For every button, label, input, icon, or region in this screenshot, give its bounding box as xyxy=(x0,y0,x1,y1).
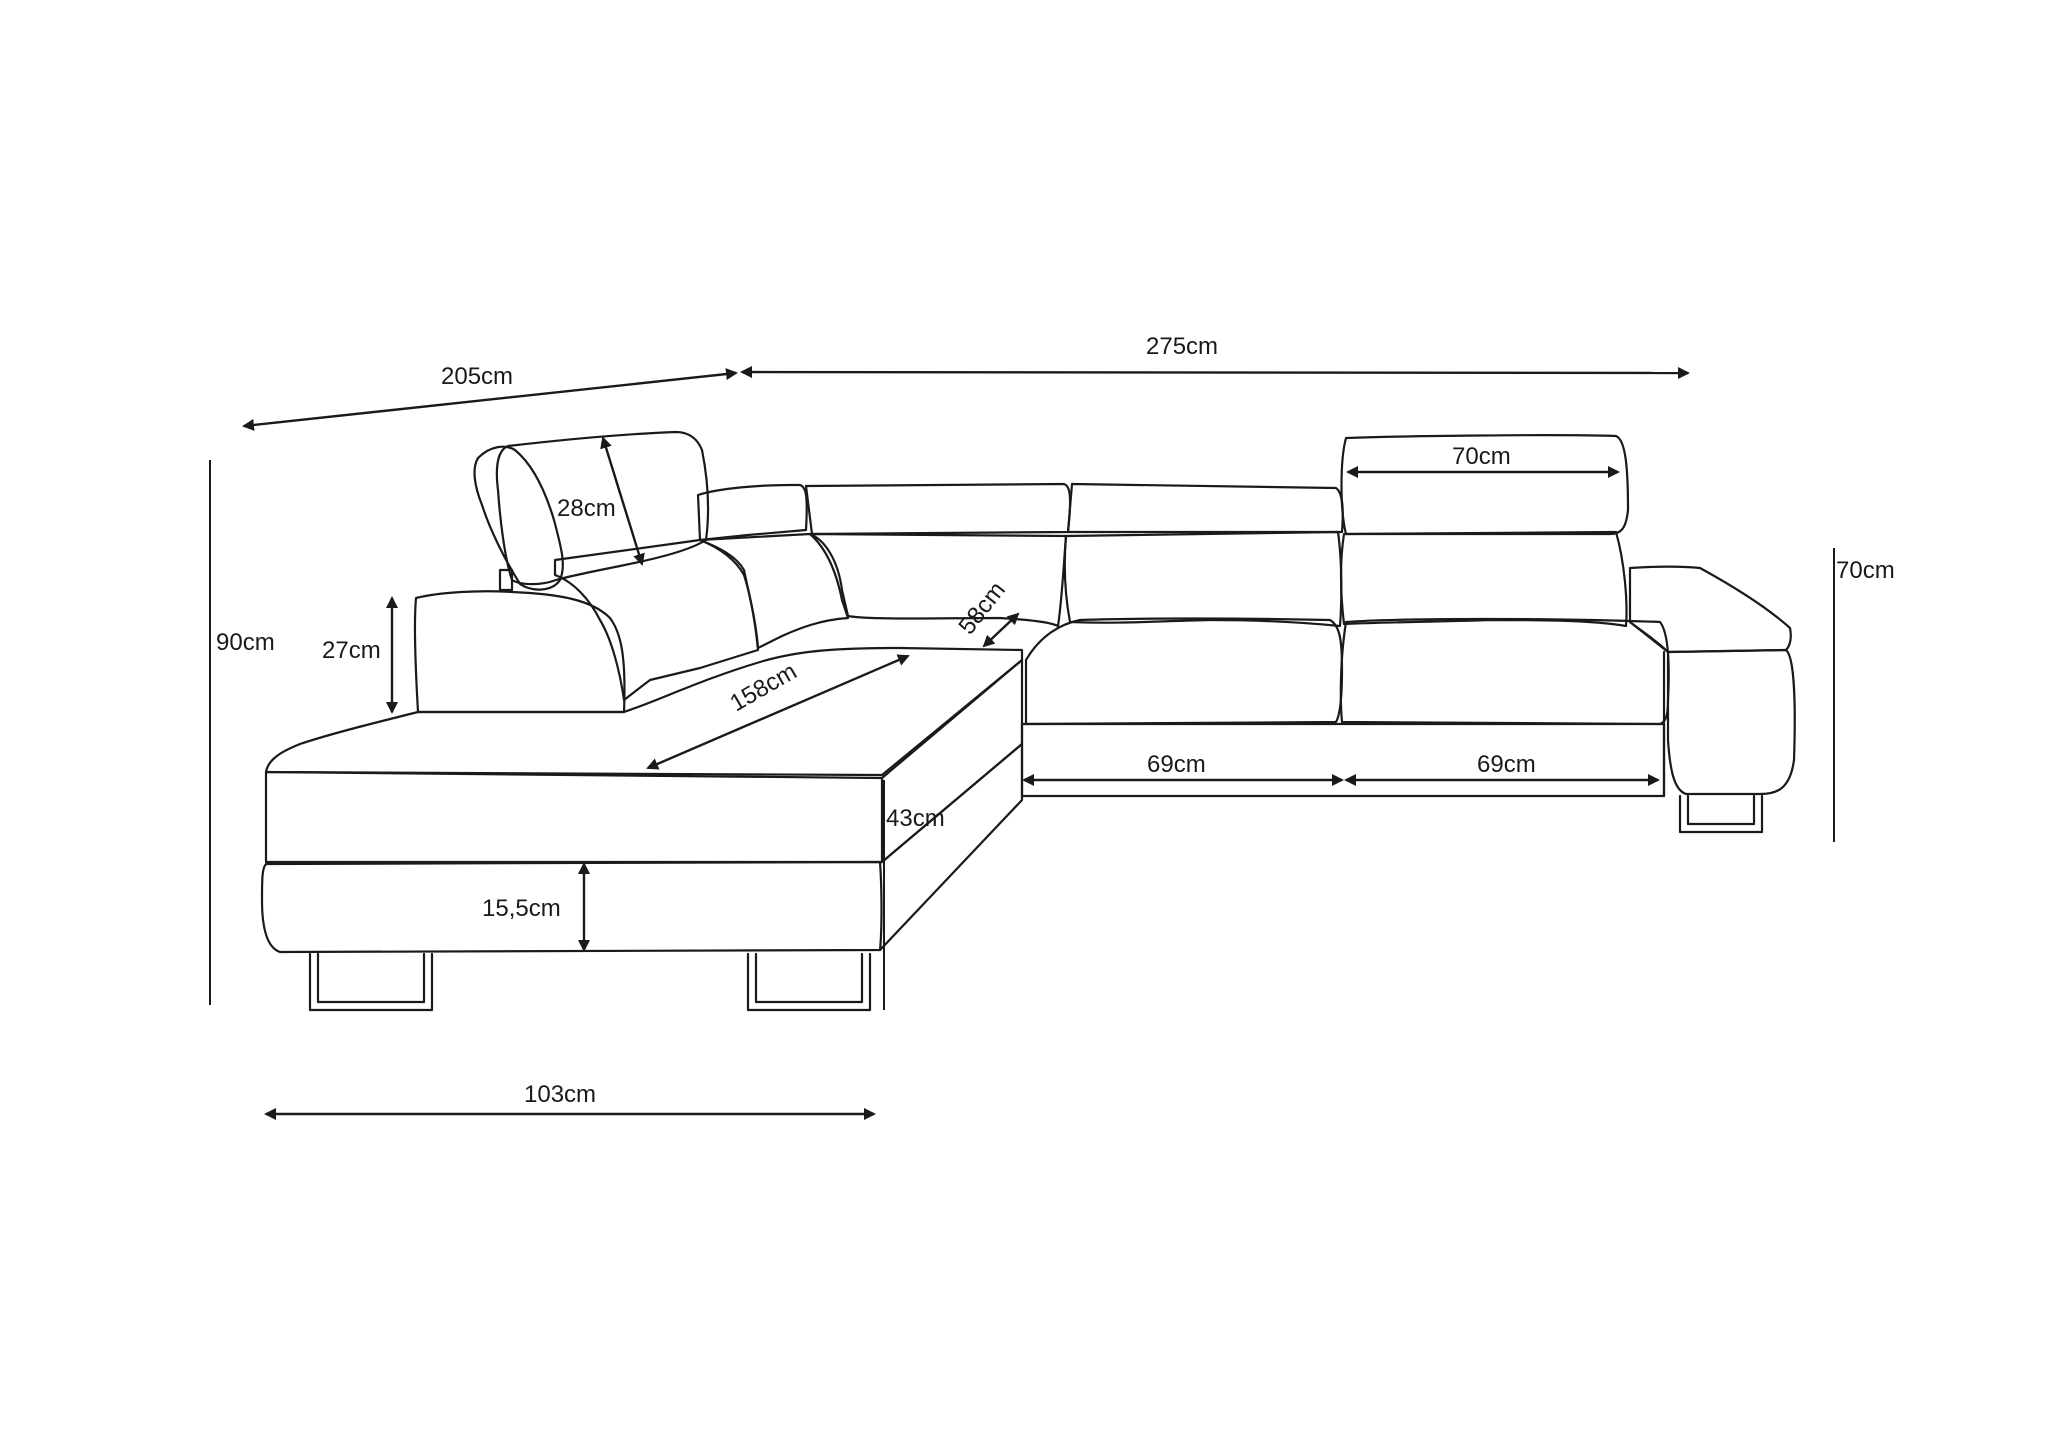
label-armrest-height: 27cm xyxy=(322,637,381,664)
label-chaise-width: 103cm xyxy=(524,1081,596,1108)
label-seat-width-left: 69cm xyxy=(1147,751,1206,778)
left-headrest-stem xyxy=(498,568,514,592)
leg-front-middle-inner xyxy=(754,952,864,1004)
label-back-height: 70cm xyxy=(1836,557,1895,584)
left-back-cushion xyxy=(698,532,850,650)
label-seat-height: 43cm xyxy=(886,805,945,832)
leg-front-left-inner xyxy=(316,952,426,1004)
right-back-cushion xyxy=(1339,530,1628,628)
label-seat-width-right: 69cm xyxy=(1477,751,1536,778)
label-headrest-width: 70cm xyxy=(1452,443,1511,470)
corner-back-cushion xyxy=(808,532,1068,628)
label-total-depth: 205cm xyxy=(441,363,513,390)
leg-right-inner xyxy=(1686,794,1756,826)
seat-cushion-left xyxy=(1024,617,1344,726)
chaise-side-lower xyxy=(878,742,1024,952)
left-headrest-cap xyxy=(473,445,564,591)
dimension-arrows xyxy=(242,366,1690,1120)
leg-front-left xyxy=(308,952,434,1012)
chaise-seat-front xyxy=(264,770,884,864)
right-armrest-front xyxy=(1666,648,1796,796)
dim-arrow-total-width xyxy=(740,366,1690,379)
dim-arrow-seat-depth xyxy=(982,612,1020,648)
right-headrest xyxy=(1340,434,1630,536)
right-armrest-top xyxy=(1628,565,1792,654)
label-headrest-height: 28cm xyxy=(557,495,616,522)
label-chaise-length: 158cm xyxy=(726,658,802,717)
back-top-right-section xyxy=(1066,482,1344,534)
seat-cushion-right xyxy=(1339,617,1670,726)
label-total-width: 275cm xyxy=(1146,333,1218,360)
dim-arrow-total-depth xyxy=(242,368,738,431)
sofa-outline xyxy=(260,430,1796,1012)
seat-base-front xyxy=(1020,722,1666,798)
chaise-base-front xyxy=(260,860,883,954)
back-top-left-section xyxy=(696,483,808,542)
leg-front-middle xyxy=(746,952,872,1012)
right-armrest-joint xyxy=(1628,620,1670,654)
left-back-shoulder xyxy=(553,538,760,702)
label-total-height: 90cm xyxy=(216,629,275,656)
middle-back-cushion xyxy=(1063,530,1343,628)
left-armrest xyxy=(413,590,626,714)
dim-arrow-chaise-length xyxy=(646,654,910,770)
back-top-middle-section xyxy=(804,482,1072,536)
label-leg-height: 15,5cm xyxy=(482,895,561,922)
leg-right xyxy=(1678,794,1764,834)
dim-arrow-headrest-height xyxy=(600,436,645,566)
